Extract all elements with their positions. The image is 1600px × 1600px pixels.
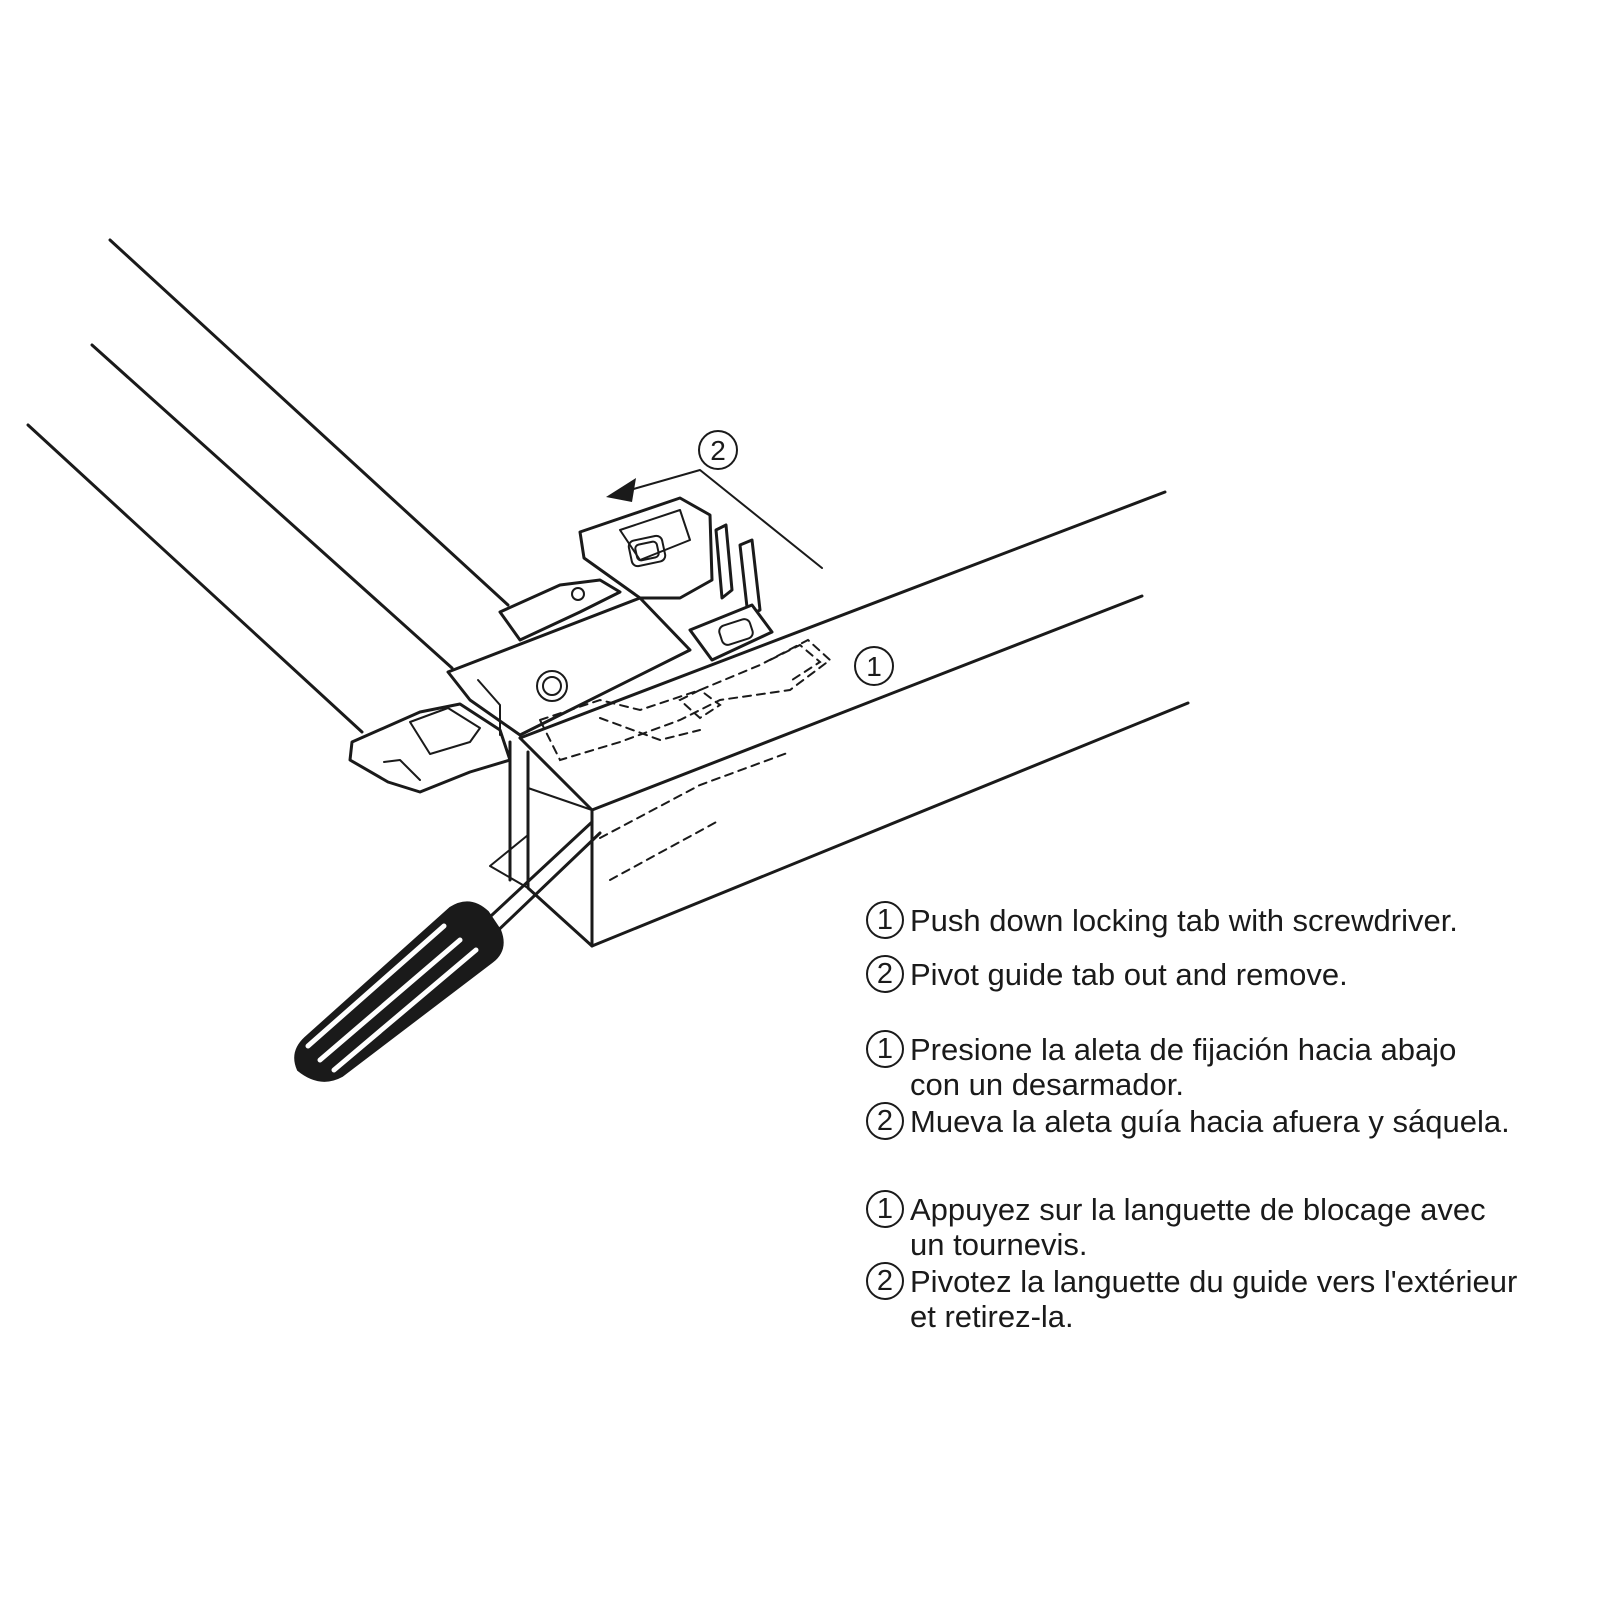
box-rail xyxy=(489,490,1190,948)
callout-1-label: 1 xyxy=(866,651,882,682)
step-number: 2 xyxy=(866,1262,904,1300)
step-number: 1 xyxy=(866,1030,904,1068)
callout-2: 2 xyxy=(606,430,823,569)
step-text: Mueva la aleta guía hacia afuera y sáque… xyxy=(910,1104,1510,1139)
step-text: Push down locking tab with screwdriver. xyxy=(910,903,1458,938)
screwdriver xyxy=(294,820,602,1082)
step-number: 2 xyxy=(866,1102,904,1140)
drawer-rails xyxy=(26,238,510,734)
arrow-left-icon xyxy=(606,478,636,502)
callout-2-label: 2 xyxy=(710,435,726,466)
instructions-english: 1 Push down locking tab with screwdriver… xyxy=(866,901,1586,993)
step-1-english: 1 Push down locking tab with screwdriver… xyxy=(866,901,1586,939)
callout-1: 1 xyxy=(854,646,894,686)
guide-bracket xyxy=(348,496,774,794)
step-1-spanish: 1 Presione la aleta de fijación hacia ab… xyxy=(866,1030,1586,1102)
step-2-spanish: 2 Mueva la aleta guía hacia afuera y sáq… xyxy=(866,1102,1586,1140)
instructions-spanish: 1 Presione la aleta de fijación hacia ab… xyxy=(866,1030,1586,1140)
instructions-french: 1 Appuyez sur la languette de blocage av… xyxy=(866,1190,1586,1334)
step-2-english: 2 Pivot guide tab out and remove. xyxy=(866,955,1586,993)
step-text: Presione la aleta de fijación hacia abaj… xyxy=(910,1032,1457,1102)
step-number: 1 xyxy=(866,901,904,939)
step-text: Pivotez la languette du guide vers l'ext… xyxy=(910,1264,1518,1334)
step-1-french: 1 Appuyez sur la languette de blocage av… xyxy=(866,1190,1586,1262)
step-text: Pivot guide tab out and remove. xyxy=(910,957,1348,992)
hidden-locking-tab xyxy=(538,638,832,881)
step-text: Appuyez sur la languette de blocage avec… xyxy=(910,1192,1486,1262)
step-number: 1 xyxy=(866,1190,904,1228)
step-number: 2 xyxy=(866,955,904,993)
step-2-french: 2 Pivotez la languette du guide vers l'e… xyxy=(866,1262,1586,1334)
